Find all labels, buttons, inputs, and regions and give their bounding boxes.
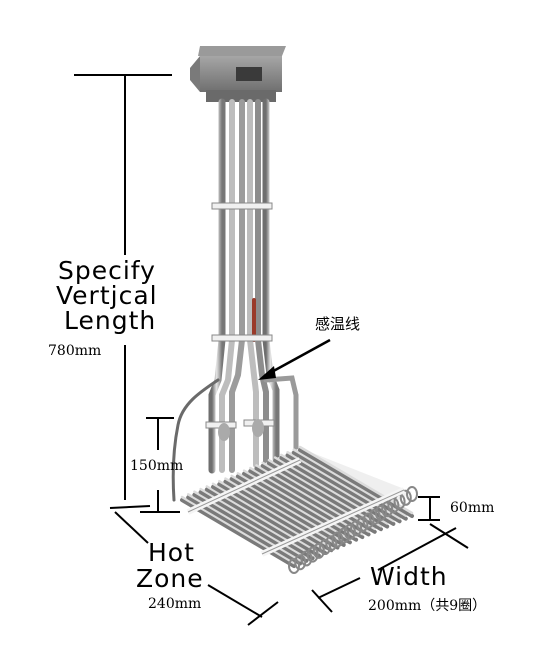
coil-tube-front (242, 469, 358, 538)
coil-loop-end (288, 558, 300, 574)
junction-box (190, 46, 286, 102)
coil-loop-end (337, 527, 350, 544)
vertical-tubes (171, 98, 299, 502)
coil-tube-back (285, 453, 402, 524)
heating-coil (180, 445, 418, 574)
vertical-length-value: 780mm (48, 343, 102, 359)
coil-loop-end (350, 520, 363, 537)
coil-strap-front-edge (261, 489, 405, 555)
hot-zone-title-line2: Zone (136, 564, 204, 593)
width-value: 200mm（共9圈） (368, 598, 487, 614)
coil-loop-end (294, 554, 307, 571)
coil-loop-end (356, 516, 369, 533)
coil-loop-end (362, 512, 375, 529)
coil-tube-back (248, 469, 365, 540)
sensor-arrow (258, 338, 331, 380)
hot-zone-title-line1: Hot (148, 538, 195, 567)
coil-tube-back (279, 455, 396, 526)
coil-tube-front (230, 474, 345, 544)
coil-tube-front (286, 451, 401, 520)
vertical-length-title-line2: Vertjcal (56, 281, 158, 310)
coil-tube-front (298, 445, 414, 515)
coil-tube-back (204, 487, 321, 558)
coil-loop-end (319, 539, 332, 556)
coil-tube-back (186, 495, 303, 566)
nameplate (236, 67, 262, 81)
coil-tube-back (235, 474, 352, 545)
coil-tube-front (292, 448, 408, 517)
width-title: Width (370, 562, 448, 591)
low-height-value: 150mm (130, 458, 184, 474)
coil-tube-back (242, 471, 359, 542)
coil-tube-back (229, 476, 346, 547)
vertical-length-title-line3: Length (64, 306, 157, 335)
coil-tube-back (273, 458, 390, 529)
coil-loop-end (399, 489, 412, 506)
coil-tube-back (180, 498, 296, 568)
coil-loop-end (312, 542, 325, 559)
coil-loop-end (381, 501, 394, 518)
vertical-length-title-line1: Specify (58, 256, 156, 285)
coil-tube-back (192, 492, 309, 563)
hot-zone-value: 240mm (148, 596, 202, 612)
coil-loop-end (406, 486, 418, 502)
coil-tube-front (236, 472, 352, 541)
coil-tube-front (267, 458, 383, 528)
coil-tube-front (261, 461, 376, 531)
coil-tube-front (273, 456, 389, 525)
coil-loop-end (374, 504, 387, 521)
dimension-lines (74, 74, 469, 626)
coil-loop-end (331, 531, 344, 548)
coil-loop-end (325, 535, 338, 552)
coil-loop-end (306, 546, 319, 563)
coil-tube-back (223, 479, 340, 550)
coil-tube-front (255, 464, 370, 533)
coil-tube-back (254, 466, 371, 537)
coil-tube-back (211, 484, 328, 555)
coil-tube-back (217, 482, 334, 553)
coil-height-value: 60mm (450, 500, 495, 516)
coil-tube-front (218, 479, 333, 549)
coil-tube-back (291, 450, 408, 521)
coil-loop-end (300, 550, 313, 567)
coil-tube-front (224, 477, 339, 546)
coil-tube-back (298, 448, 414, 518)
coil-tube-back (198, 490, 315, 561)
sensor-wire-label: 感温线 (315, 315, 361, 333)
coil-loop-end (343, 523, 356, 540)
coil-strap-back-edge (187, 459, 301, 513)
coil-loop-end (368, 508, 381, 525)
coil-loop-end (387, 497, 400, 514)
coil-tube-front (249, 466, 364, 536)
tube-clamps (205, 202, 275, 441)
